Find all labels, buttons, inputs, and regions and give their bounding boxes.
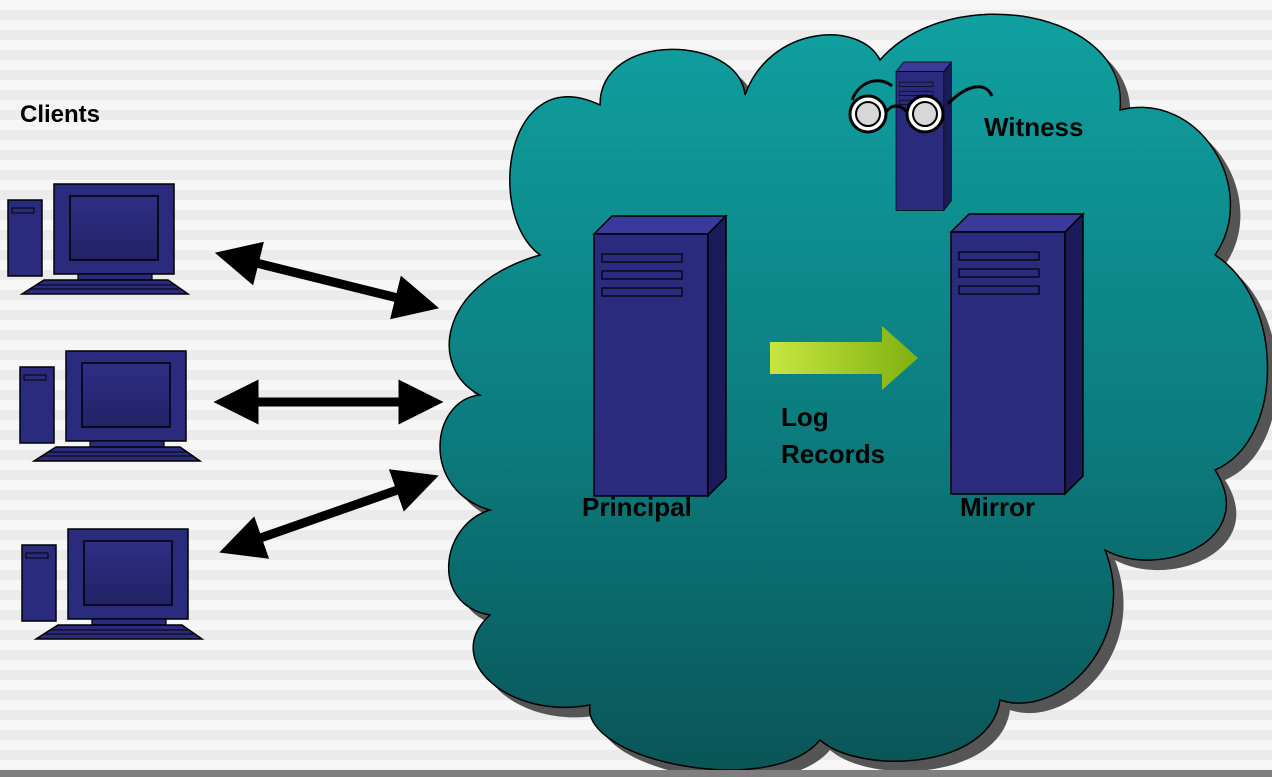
log-label: Log (781, 402, 829, 432)
client-computer-icon (21, 528, 203, 640)
bottom-divider (0, 770, 1272, 777)
principal-server-icon (593, 215, 727, 497)
mirror-server-icon (950, 213, 1084, 495)
mirror-label: Mirror (960, 492, 1035, 522)
records-label: Records (781, 439, 885, 469)
client-computer-icon (7, 183, 189, 295)
log-shipping-arrow (770, 326, 918, 390)
connection-arrow (214, 241, 440, 320)
principal-label: Principal (582, 492, 692, 522)
clients-label: Clients (20, 101, 100, 128)
witness-server-icon (895, 61, 952, 211)
client-computer-icon (19, 350, 201, 462)
witness-label: Witness (984, 112, 1083, 142)
glasses-icon (848, 79, 994, 134)
connection-arrow (219, 469, 439, 559)
client-connection-arrows (213, 241, 444, 559)
